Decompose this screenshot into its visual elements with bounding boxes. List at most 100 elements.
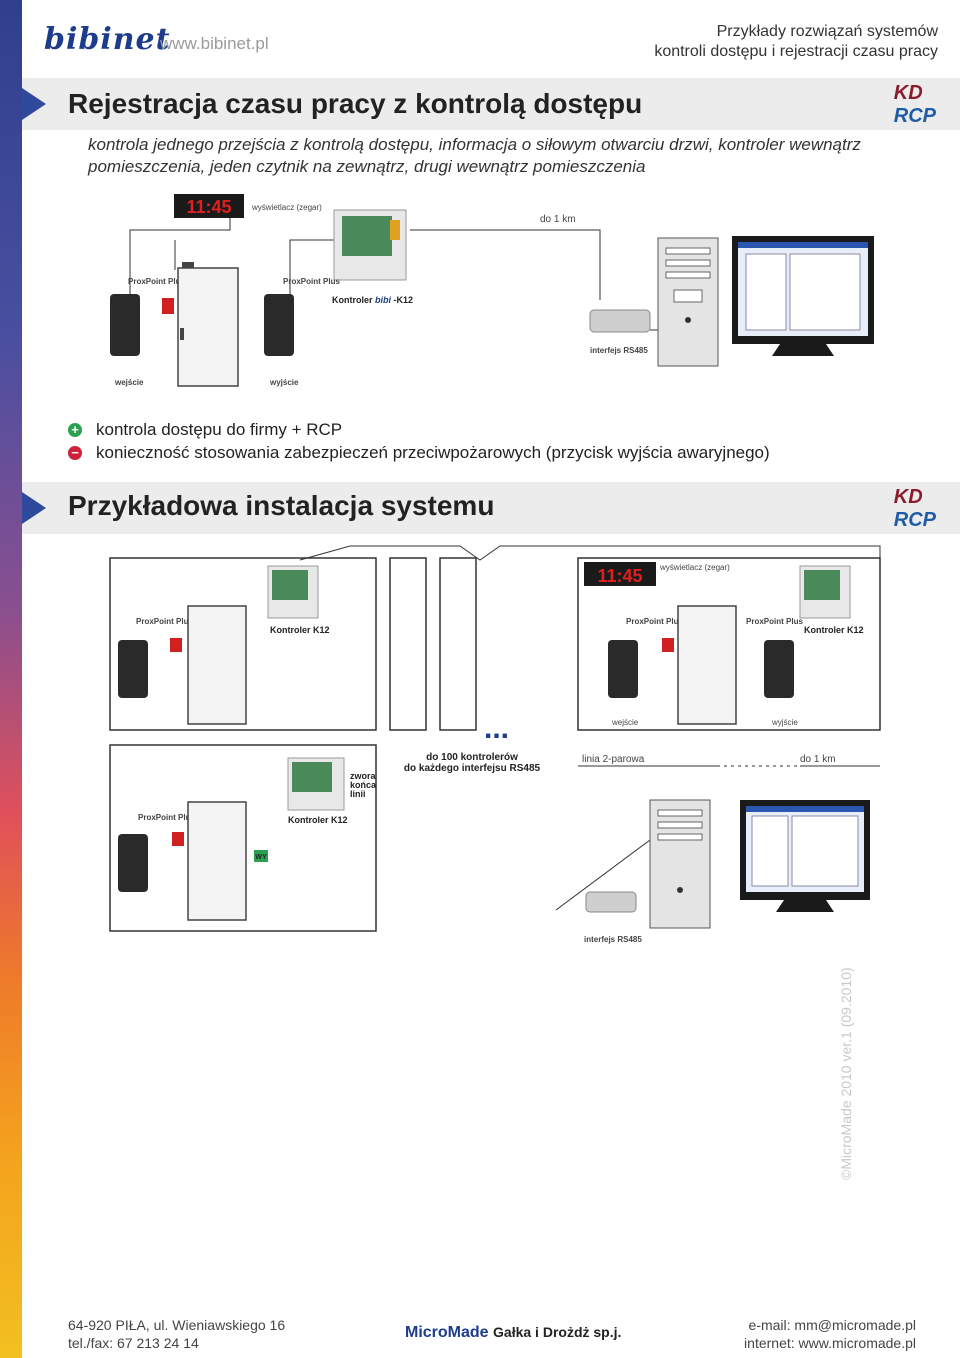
reader-label: ProxPoint Plus xyxy=(138,813,195,822)
header-title-line2: kontroli dostępu i rejestracji czasu pra… xyxy=(654,43,938,60)
controller-relay xyxy=(390,220,400,240)
monitor-list-pane xyxy=(791,815,859,887)
section2-arrow-icon xyxy=(22,492,46,524)
door-lock-icon xyxy=(182,262,194,268)
reader-icon xyxy=(118,834,148,892)
kd-badge-1: KD RCP xyxy=(894,82,936,128)
distance-label: do 1 km xyxy=(540,214,576,225)
room-frame-2 xyxy=(389,557,427,731)
exit-button-icon xyxy=(162,298,174,314)
section2-diagram: ProxPoint Plus Kontroler K12 11:45 wyświ… xyxy=(109,545,881,944)
kd-label: KD xyxy=(893,82,923,104)
controllers-note-line1: do 100 kontrolerów xyxy=(426,752,518,763)
reader-label: ProxPoint Plus xyxy=(746,617,803,626)
monitor-list-pane xyxy=(789,253,861,331)
monitor-stand xyxy=(776,900,834,912)
internet-link[interactable]: internet: www.micromade.pl xyxy=(744,1335,916,1351)
exit-button-icon xyxy=(172,832,184,846)
clock-time: 11:45 xyxy=(186,197,231,217)
exit-button-icon xyxy=(170,638,182,652)
copyright-text: ©MicroMade 2010 ver.1 (09.2010) xyxy=(838,967,854,1180)
pc-floppy xyxy=(673,289,703,303)
clock-label: wyświetlacz (zegar) xyxy=(251,203,322,212)
company-brand: MicroMade xyxy=(405,1324,489,1341)
controller-board xyxy=(342,216,392,256)
controller-board xyxy=(292,762,332,792)
minus-icon: − xyxy=(68,446,82,460)
exit-button-icon xyxy=(662,638,674,652)
exit-label: wyjście xyxy=(771,718,798,727)
plus-icon: + xyxy=(68,423,82,437)
door-icon xyxy=(677,605,737,725)
door-icon xyxy=(177,267,239,387)
monitor-titlebar xyxy=(738,242,868,248)
reader-icon xyxy=(764,640,794,698)
reader-icon xyxy=(118,640,148,698)
pc-power-button-icon xyxy=(685,317,691,323)
room-frame-3 xyxy=(439,557,477,731)
line-type-label: linia 2-parowa xyxy=(582,754,645,765)
company-name: Gałka i Drożdż sp.j. xyxy=(493,1324,622,1340)
company-logo: MicroMade Gałka i Drożdż sp.j. xyxy=(405,1324,621,1342)
pc-drive-bay xyxy=(665,271,711,279)
interface-label: interfejs RS485 xyxy=(590,346,648,355)
entry-label: wejście xyxy=(611,718,639,727)
controllers-note-line2: do każdego interfejsu RS485 xyxy=(404,763,541,774)
pc-drive-bay xyxy=(657,821,703,829)
controller-label: Kontroler bibi -K12 xyxy=(332,295,413,305)
reader-label: ProxPoint Plus xyxy=(626,617,683,626)
controller-label: Kontroler K12 xyxy=(270,625,330,635)
reader1-icon xyxy=(110,294,140,356)
rs485-interface-icon xyxy=(585,891,637,913)
monitor-tree-pane xyxy=(751,815,789,887)
section1-diagram: 11:45 wyświetlacz (zegar) do 1 km ProxPo… xyxy=(110,194,874,387)
distance-label: do 1 km xyxy=(800,754,836,765)
entry-label: wejście xyxy=(114,378,144,387)
reader2-icon xyxy=(264,294,294,356)
section1-description: kontrola jednego przejścia z kontrolą do… xyxy=(88,135,861,176)
pc-power-button-icon xyxy=(677,887,683,893)
monitor-stand xyxy=(772,344,834,356)
room-frame-1 xyxy=(109,557,377,731)
monitor-titlebar xyxy=(746,806,864,812)
rcp-label: RCP xyxy=(893,105,936,127)
rcp-label: RCP xyxy=(893,509,936,531)
footer-address: 64-920 PIŁA, ul. Wieniawskiego 16 tel./f… xyxy=(68,1316,285,1352)
pc-drive-bay xyxy=(665,259,711,267)
email-link[interactable]: e-mail: mm@micromade.pl xyxy=(748,1317,916,1333)
header-title-line1: Przykłady rozwiązań systemów xyxy=(716,23,938,40)
section2-band xyxy=(22,482,960,534)
exit-label: wyjście xyxy=(269,378,299,387)
section1-arrow-icon xyxy=(22,88,46,120)
clock-time: 11:45 xyxy=(597,566,642,586)
door-icon xyxy=(187,801,247,921)
footer-contact: e-mail: mm@micromade.pl internet: www.mi… xyxy=(744,1316,916,1352)
room-frame-5 xyxy=(109,744,377,932)
controller-board xyxy=(804,570,840,600)
bus-wire xyxy=(299,545,881,562)
bibinet-logo: bibinet xyxy=(44,22,171,57)
reader-label: ProxPoint Plus xyxy=(136,617,193,626)
pc-drive-bay xyxy=(665,247,711,255)
clock-display-icon xyxy=(174,194,244,218)
side-gradient-bar xyxy=(0,0,22,1358)
terminator-line3: linii xyxy=(350,789,366,799)
section1-title: Rejestracja czasu pracy z kontrolą dostę… xyxy=(68,88,643,119)
kd-label: KD xyxy=(893,486,923,508)
wire xyxy=(289,239,340,300)
website-url[interactable]: www.bibinet.pl xyxy=(160,34,269,53)
phone-line: tel./fax: 67 213 24 14 xyxy=(68,1335,199,1351)
exit-button-label: WY xyxy=(255,854,267,861)
header-title: Przykłady rozwiązań systemów kontroli do… xyxy=(654,22,938,62)
clock-label: wyświetlacz (zegar) xyxy=(659,563,730,572)
address-line: 64-920 PIŁA, ul. Wieniawskiego 16 xyxy=(68,1317,286,1333)
controller-label: Kontroler K12 xyxy=(288,815,348,825)
monitor-tree-pane xyxy=(745,253,787,331)
door-icon xyxy=(187,605,247,725)
clock-display-icon xyxy=(584,562,656,586)
wire xyxy=(555,839,651,911)
room-frame-4 xyxy=(577,557,881,731)
reader1-label: ProxPoint Plus xyxy=(128,277,185,286)
more-controllers-ellipsis: ... xyxy=(484,712,509,745)
wire xyxy=(530,229,601,300)
